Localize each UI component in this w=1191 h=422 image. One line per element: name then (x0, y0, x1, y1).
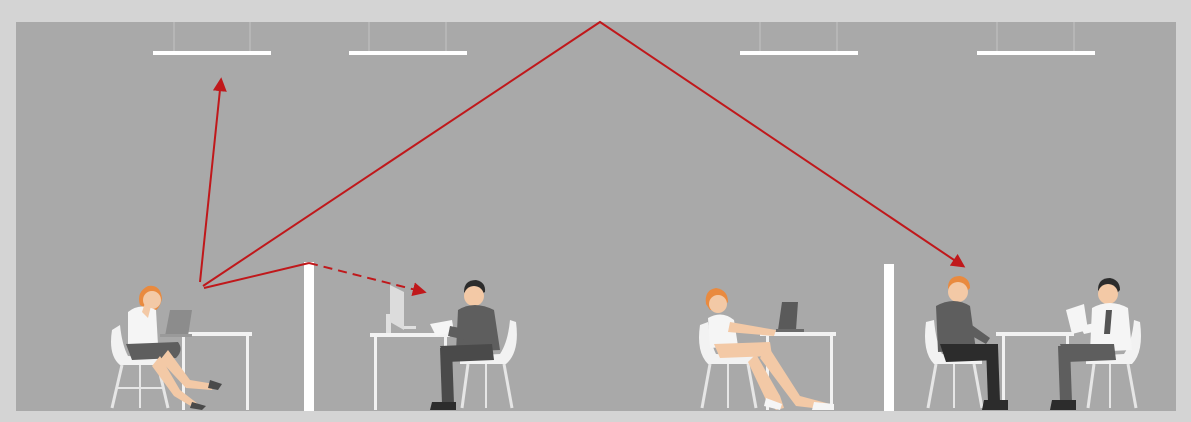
partition-right (884, 264, 894, 411)
partition-left (304, 262, 314, 411)
